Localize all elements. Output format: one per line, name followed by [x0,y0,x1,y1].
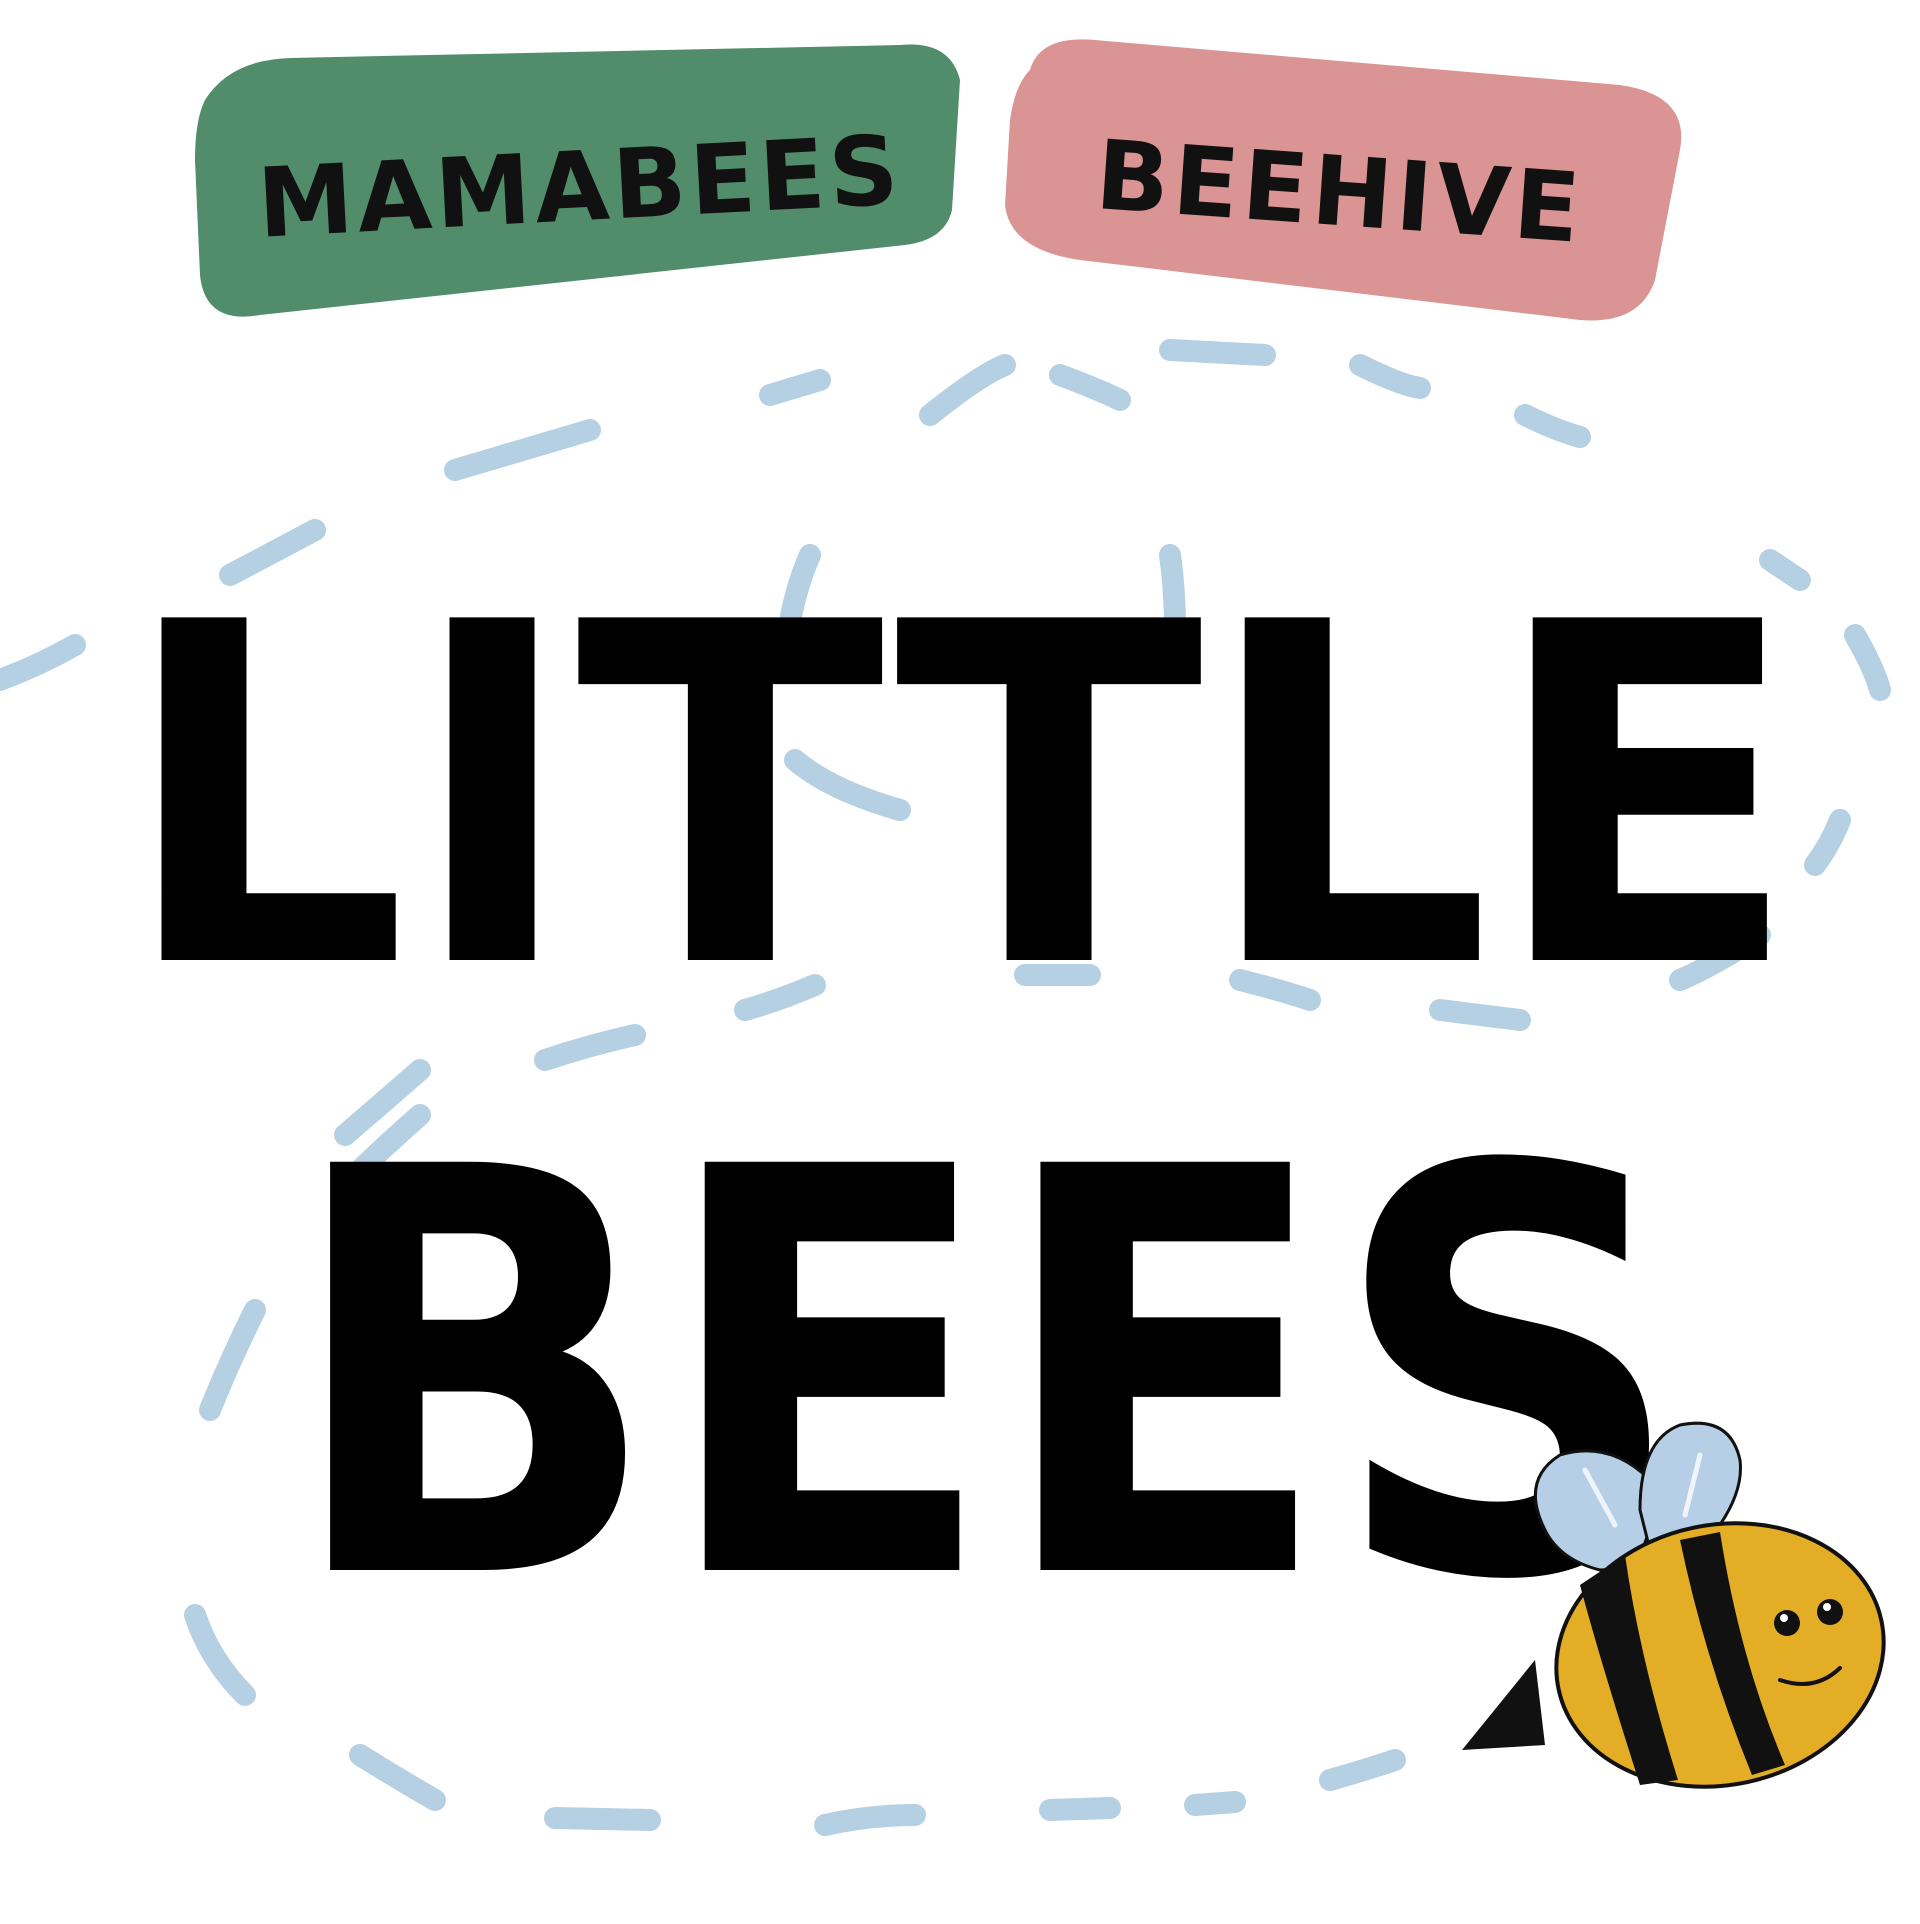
bee-eye-right [1817,1599,1843,1625]
bee-stripe-2 [1680,1532,1785,1775]
bee-smile [1778,1666,1842,1686]
bee-stripe-1 [1580,1555,1678,1785]
tag-mamabees-background [195,44,960,317]
bee-stinger [1462,1660,1545,1750]
tag-mamabees: MAMABEES [195,44,960,317]
title-line-bees: BEES [285,1051,1685,1703]
bee-icon [1462,1421,1886,1789]
tag-beehive: BEEHIVE [1005,39,1682,321]
tag-beehive-background [1005,39,1682,321]
title-line-little: LITTLE [120,524,1800,1071]
flight-path-overlay [334,1059,431,1146]
dashed-flight-path [0,339,1891,1836]
bee-eye-left [1774,1610,1800,1636]
